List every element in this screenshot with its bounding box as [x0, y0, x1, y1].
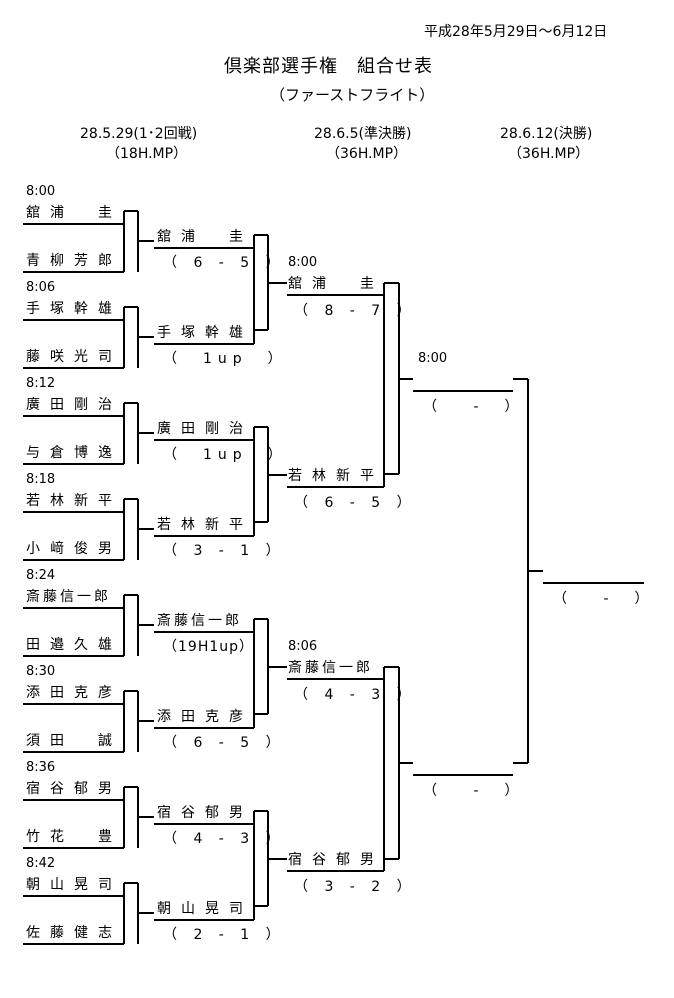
player-name: 若林新平 [26, 493, 122, 509]
tee-time: 8:36 [26, 760, 56, 775]
match-score: （ - ） [423, 399, 525, 415]
match-score: （19H1up） [163, 639, 255, 655]
player-name: 青柳芳郎 [26, 253, 122, 269]
player-name: 竹花 豊 [26, 829, 122, 845]
tee-time: 8:42 [26, 856, 56, 871]
match-score: （ 2 - 1 ） [163, 927, 286, 943]
round2-date: 28.6.5(準決勝) [314, 126, 412, 142]
match-score: （ 1up ） [163, 447, 288, 463]
qf-winner: 宿谷郁男 [288, 852, 384, 868]
match-score: （ 1up ） [163, 351, 288, 367]
tee-time: 8:18 [26, 472, 56, 487]
player-name: 朝山晃司 [26, 877, 122, 893]
player-name: 与倉博逸 [26, 445, 122, 461]
tee-time: 8:06 [26, 280, 56, 295]
match-score: （ 3 - 2 ） [294, 879, 417, 895]
round1-format: （18H.MP） [106, 146, 188, 162]
player-name: 廣田剛治 [26, 397, 122, 413]
match-score: （ 4 - 3 ） [163, 831, 286, 847]
tee-time: 8:00 [26, 184, 56, 199]
player-name: 宿谷郁男 [26, 781, 122, 797]
round2-winner: 手塚幹雄 [157, 325, 253, 341]
player-name: 斎藤信一郎 [26, 589, 111, 605]
page-title: 倶楽部選手権 組合せ表 [224, 56, 433, 77]
match-score: （ - ） [423, 783, 525, 799]
qf-winner: 舘浦 圭 [288, 276, 384, 292]
semifinal-time: 8:00 [288, 255, 318, 270]
tee-time: 8:24 [26, 568, 56, 583]
player-name: 須田 誠 [26, 733, 122, 749]
tee-time: 8:12 [26, 376, 56, 391]
player-name: 添田克彦 [26, 685, 122, 701]
page-subtitle: （ファーストフライト） [270, 86, 435, 104]
match-score: （ 6 - 5 ） [163, 255, 286, 271]
match-score: （ 6 - 5 ） [294, 495, 417, 511]
round3-format: （36H.MP） [508, 146, 590, 162]
match-score: （ 8 - 7 ） [294, 303, 417, 319]
player-name: 田邉久雄 [26, 637, 122, 653]
round2-format: （36H.MP） [326, 146, 408, 162]
champion-score: （ - ） [553, 591, 655, 607]
round2-winner: 添田克彦 [157, 709, 253, 725]
player-name: 小﨑俊男 [26, 541, 122, 557]
date-range: 平成28年5月29日～6月12日 [424, 24, 608, 40]
match-score: （ 3 - 1 ） [163, 543, 286, 559]
qf-winner: 斎藤信一郎 [288, 660, 373, 676]
player-name: 佐藤健志 [26, 925, 122, 941]
player-name: 手塚幹雄 [26, 301, 122, 317]
round2-winner: 舘浦 圭 [157, 229, 253, 245]
final-time: 8:00 [418, 351, 448, 366]
qf-winner: 若林新平 [288, 468, 384, 484]
round2-winner: 朝山晃司 [157, 901, 253, 917]
player-name: 藤咲光司 [26, 349, 122, 365]
round2-winner: 若林新平 [157, 517, 253, 533]
round2-winner: 宿谷郁男 [157, 805, 253, 821]
player-name: 舘浦 圭 [26, 205, 122, 221]
round3-date: 28.6.12(決勝) [500, 126, 593, 142]
round2-winner: 廣田剛治 [157, 421, 253, 437]
semifinal-time: 8:06 [288, 639, 318, 654]
match-score: （ 4 - 3 ） [294, 687, 417, 703]
round1-date: 28.5.29(1･2回戦) [80, 126, 198, 142]
match-score: （ 6 - 5 ） [163, 735, 286, 751]
round2-winner: 斎藤信一郎 [157, 613, 242, 629]
tee-time: 8:30 [26, 664, 56, 679]
